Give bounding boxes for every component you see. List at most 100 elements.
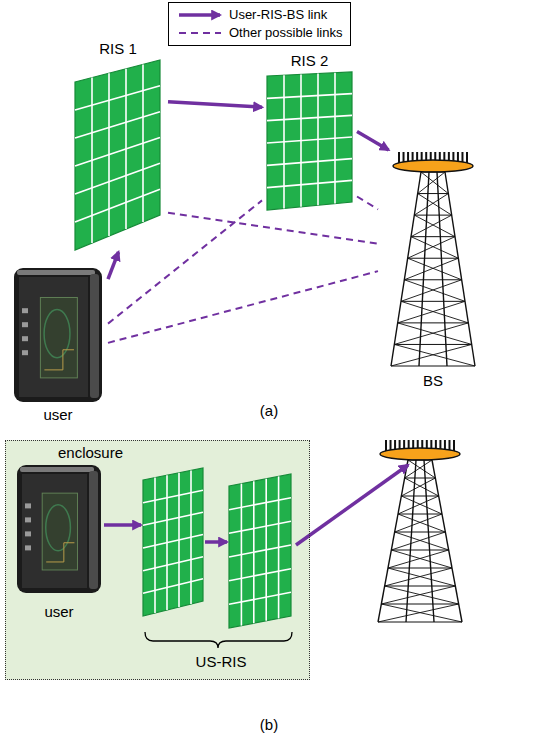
node-art xyxy=(14,461,104,621)
node-art xyxy=(141,466,301,671)
panel-label: (b) xyxy=(260,716,278,734)
legend-line-dashed xyxy=(179,32,221,34)
device-side xyxy=(89,471,98,589)
antenna-coil xyxy=(44,310,70,358)
tower-crossbar xyxy=(405,478,436,479)
tower-brace xyxy=(401,301,468,323)
tower-crossbar xyxy=(398,514,442,515)
user-device xyxy=(14,268,102,402)
ris-grid-line xyxy=(75,163,160,194)
enclosure-fill xyxy=(5,440,310,680)
tower-brace xyxy=(414,215,455,237)
ris-surface xyxy=(143,468,203,616)
tower-crossbar xyxy=(418,193,449,194)
tower-brace xyxy=(421,172,448,194)
device-body xyxy=(14,268,102,402)
tower-brace xyxy=(401,280,462,302)
tower-brace xyxy=(418,194,452,216)
tower-brace xyxy=(388,550,449,568)
ris-surface xyxy=(229,474,291,628)
ris-grid-line xyxy=(229,592,291,604)
device-connector xyxy=(22,308,28,313)
tower-crossbar xyxy=(388,568,452,569)
circuit-board xyxy=(40,297,77,377)
user-ris-bs-link xyxy=(357,132,389,150)
node-label: user xyxy=(44,603,73,621)
tower-crossbar xyxy=(404,279,461,280)
ris-grid-line xyxy=(229,545,291,557)
device-connector xyxy=(22,322,28,327)
tower-crossbar xyxy=(411,236,455,237)
tower-crossbar xyxy=(414,215,451,216)
legend-row: Other possible links xyxy=(177,24,342,42)
legend-text: Other possible links xyxy=(229,24,342,42)
ris-grid-line xyxy=(267,137,352,143)
tower-brace xyxy=(408,237,455,259)
tower-brace xyxy=(385,568,452,586)
node-label: US-RIS xyxy=(196,653,247,671)
user-ris-bs-link xyxy=(104,523,141,527)
ris-surface xyxy=(267,72,352,210)
inter-ris-arrow xyxy=(205,540,227,544)
legend-line-solid xyxy=(179,13,220,17)
ris-panel-node: RIS 1 xyxy=(68,40,168,252)
ris-grid-line xyxy=(75,112,160,138)
tower-brace xyxy=(391,532,445,550)
base-station-node: BS xyxy=(378,150,488,390)
ris-grid-line xyxy=(75,86,160,110)
tower-brace xyxy=(395,532,449,550)
device-front xyxy=(22,474,87,588)
device-connector xyxy=(25,545,31,550)
tower-brace xyxy=(405,478,439,496)
tower-brace xyxy=(404,280,465,302)
legend-sample xyxy=(177,9,223,21)
ris-grid-line xyxy=(229,569,291,581)
tower-brace xyxy=(381,604,462,622)
ris-surface xyxy=(75,60,160,250)
legend-sample xyxy=(177,27,223,39)
ris-grid-line xyxy=(143,512,203,525)
tower-brace xyxy=(394,323,468,345)
ris-panel-node: RIS 2 xyxy=(262,52,357,212)
antenna-coil xyxy=(46,505,71,551)
possible-link xyxy=(108,271,378,343)
legend-box: User-RIS-BS linkOther possible links xyxy=(168,2,351,46)
tower-brace xyxy=(394,344,475,366)
node-art xyxy=(8,266,108,424)
user-ris-bs-link xyxy=(168,102,262,108)
tower-brace xyxy=(411,237,458,259)
device-connector xyxy=(25,503,31,508)
tower-brace xyxy=(391,344,472,366)
node-art xyxy=(68,40,168,252)
antenna-ring xyxy=(393,160,473,172)
circuit-trace xyxy=(44,350,74,370)
ris-grid-line xyxy=(143,557,203,571)
tower-crossbar xyxy=(385,586,456,587)
node-label: user xyxy=(43,406,72,424)
tower-brace xyxy=(378,604,459,622)
device-top-edge xyxy=(20,467,94,472)
base-station-tower xyxy=(378,440,462,622)
device-body xyxy=(17,465,101,593)
ris-grid-line xyxy=(143,490,203,503)
tower-crossbar xyxy=(391,366,475,367)
tower-leg xyxy=(432,460,462,622)
tower-crossbar xyxy=(394,344,471,345)
base-station-tower xyxy=(391,152,475,366)
device-top-edge xyxy=(17,270,95,275)
tower-crossbar xyxy=(395,532,446,533)
tower-crossbar xyxy=(401,301,465,302)
tower-brace xyxy=(401,478,435,496)
panel-label: (a) xyxy=(260,402,278,420)
device-front xyxy=(19,277,88,397)
tower-crossbar xyxy=(378,622,462,623)
device-side xyxy=(90,274,99,398)
us-ris-group: US-RIS xyxy=(141,466,301,671)
ris-grid-line xyxy=(75,138,160,167)
tower-crossbar xyxy=(421,172,445,173)
ris-grid-line xyxy=(229,498,291,510)
ris-panel xyxy=(75,60,160,250)
tower-brace xyxy=(408,460,435,478)
device-connector xyxy=(25,517,31,522)
tower-brace xyxy=(414,194,448,216)
